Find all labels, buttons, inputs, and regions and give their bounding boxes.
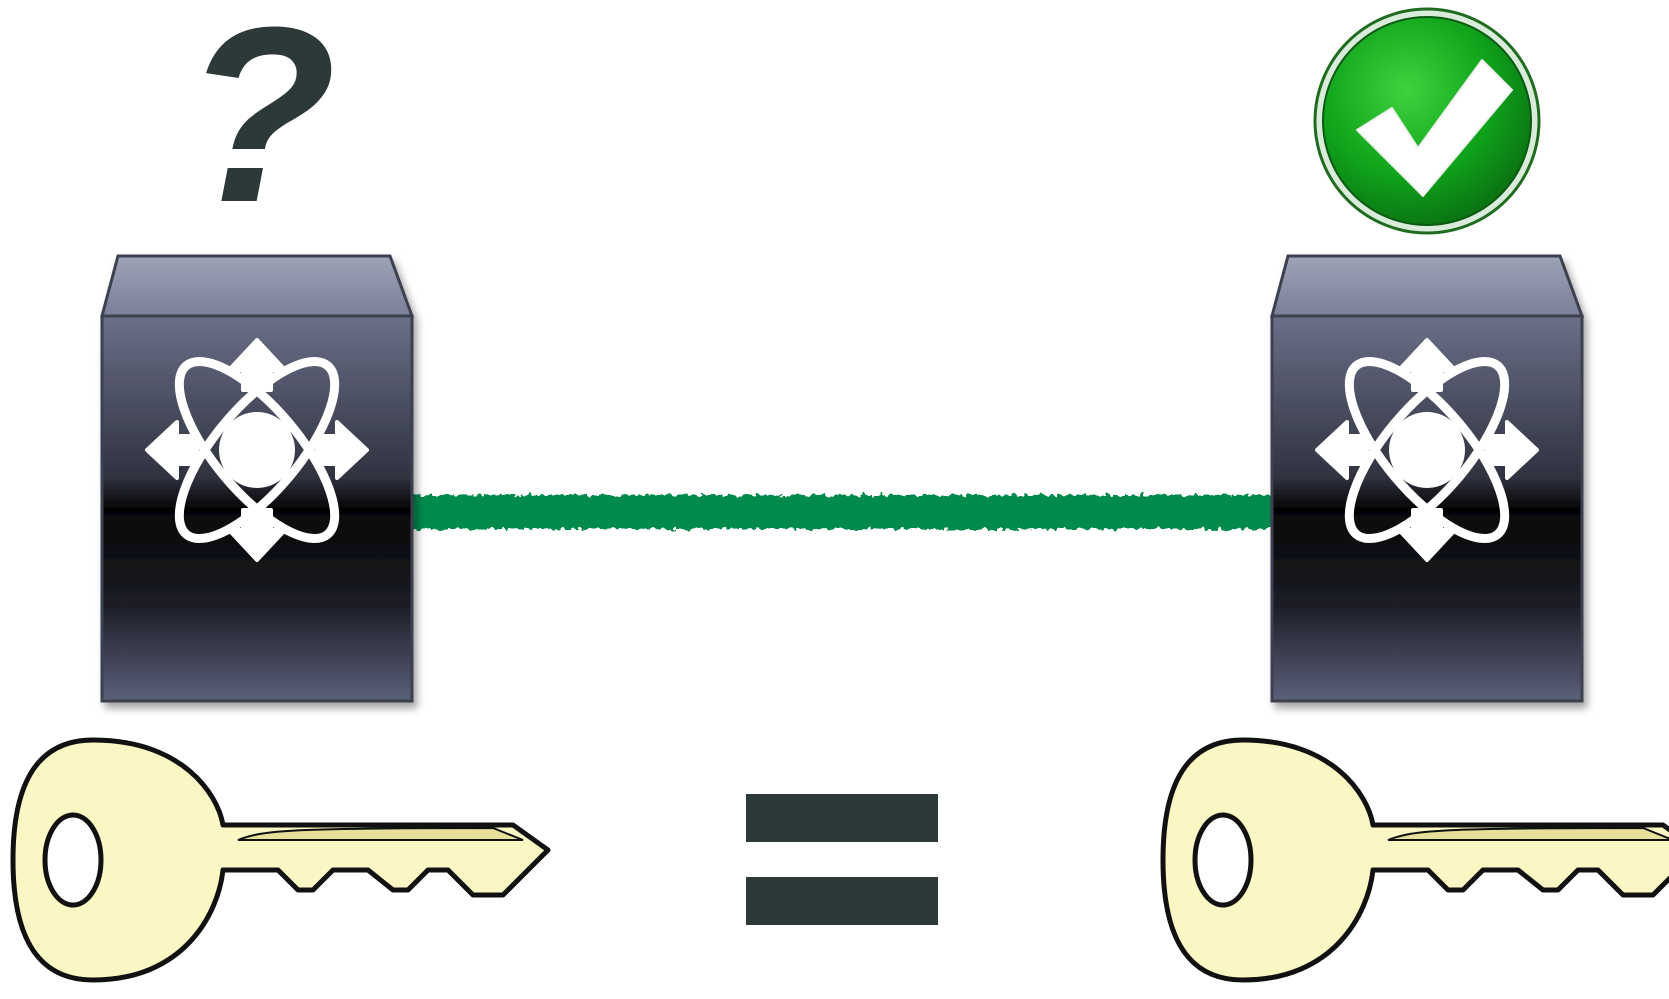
left-switch-icon: [100, 254, 415, 703]
question-mark-icon: ?: [183, 0, 337, 254]
left-key-icon: [13, 740, 548, 980]
right-switch-icon: [1270, 254, 1585, 703]
link-line: [405, 495, 1285, 529]
green-checkmark-icon: [1313, 7, 1541, 235]
right-key-icon: [1163, 740, 1669, 980]
equals-sign-icon: [746, 794, 938, 925]
